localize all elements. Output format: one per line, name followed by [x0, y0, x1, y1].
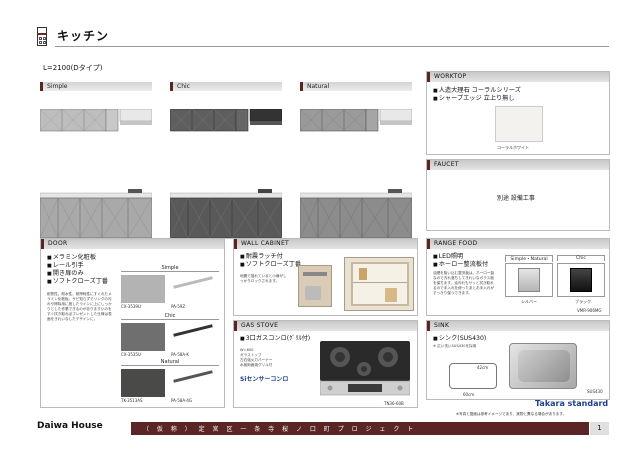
sink-diagram	[449, 363, 497, 389]
hood-color-label: シルバー	[521, 299, 537, 304]
range-hood-panel: RANGE FOOD LED照明 ホーロー整流板付 油煙を吸い込む整流板は、ホー…	[426, 238, 610, 316]
gas-stove-spec: W=600	[240, 348, 254, 352]
door-bullet: ソフトクローズ丁番	[47, 278, 115, 286]
gas-stove-spec: ガラストップ	[240, 353, 262, 357]
takara-standard-logo: Takara standard	[535, 399, 609, 408]
hood-option-title: Simple・Natural	[505, 255, 553, 262]
variant-label: Simple	[40, 82, 152, 91]
worktop-swatch	[495, 106, 543, 142]
handle-code: PA-58A-4G	[171, 398, 193, 403]
wall-cabinet-bullet: ソフトクローズ丁番	[240, 261, 334, 269]
range-hood-header: RANGE FOOD	[427, 239, 609, 249]
sink-width: 60cm	[463, 392, 475, 397]
door-bullet: レール引手	[47, 262, 115, 270]
wall-cabinet-panel: WALL CABINET 耐震ラッチ付 ソフトクローズ丁番 地震で揺れていると小…	[233, 238, 418, 316]
gas-stove-spec: 水無両面焼グリル付	[240, 363, 273, 367]
gas-stove-spec: 左右強火力バーナー	[240, 358, 273, 362]
sink-note: ※ 広い洗いSUS430を採用	[433, 344, 477, 348]
gas-stove-model: TN36-60B	[384, 401, 404, 406]
faucet-panel: FAUCET 別途 設備工事	[426, 159, 610, 231]
handle-sample	[171, 323, 215, 351]
gas-stove-bullet: 3口ガスコンロ(ｸﾞﾘﾙ付)	[240, 335, 314, 343]
door-group-title: Simple	[121, 265, 219, 272]
door-swatch	[121, 275, 165, 303]
hood-option-silver	[505, 263, 553, 297]
door-group-natural: Natural TK-3513AS PA-58A-4G	[121, 359, 219, 403]
handle-sample	[171, 369, 215, 397]
faucet-header: FAUCET	[427, 160, 609, 170]
latch-photo	[298, 265, 332, 307]
daiwa-house-logo: Daiwa House	[37, 421, 103, 431]
door-group-chic: Chic CX-3535U PA-58A-K	[121, 313, 219, 357]
wall-cabinet-bullet: 耐震ラッチ付	[240, 253, 334, 261]
hood-option-black	[557, 263, 605, 297]
range-hood-bullet: ホーロー整流板付	[433, 261, 497, 269]
sink-header: SINK	[427, 321, 609, 331]
door-swatch	[121, 369, 165, 397]
worktop-header: WORKTOP	[427, 72, 609, 82]
hood-option-title: Chic	[557, 255, 605, 261]
kitchen-illustration-chic	[170, 109, 282, 239]
door-header: DOOR	[41, 239, 224, 249]
worktop-panel: WORKTOP 人造大理石 コーラルシリーズ シャープエッジ 立上り無し コーラ…	[426, 71, 610, 155]
sink-bullet: シンク(SUS430)	[433, 335, 609, 343]
disclaimer-text: ※写真と図面は参考イメージであり、実物と異なる場合があります。	[456, 412, 567, 416]
door-group-title: Chic	[121, 313, 219, 320]
door-group-simple: Simple CX-3539U PA-59Z	[121, 265, 219, 309]
wall-cabinet-photo	[344, 257, 414, 311]
hood-color-label: ブラック	[575, 299, 591, 304]
door-bullet: メラミン化粧板	[47, 254, 115, 262]
door-bullet: 開き扉のみ	[47, 270, 115, 278]
variant-natural: Natural	[300, 82, 412, 239]
handle-code: PA-58A-K	[171, 352, 190, 357]
title-divider	[55, 46, 609, 47]
variant-label: Natural	[300, 82, 412, 91]
door-swatch-code: CX-3539U	[121, 304, 141, 309]
faucet-note: 別途 設備工事	[497, 195, 535, 202]
range-hood-description: 油煙を吸い込む整流板は、ホーロー製なので汚れ落ちしてきれいなガラス面を保ちます。…	[433, 271, 495, 295]
door-swatch-code: TK-3513AS	[121, 398, 143, 403]
gas-stove-header: GAS STOVE	[234, 321, 417, 331]
sink-panel: SINK シンク(SUS430) ※ 広い洗いSUS430を採用 42cm 60…	[426, 320, 610, 400]
worktop-swatch-label: コーラルホワイト	[497, 145, 529, 150]
kitchen-title-icon	[37, 27, 47, 46]
handle-sample	[171, 275, 215, 303]
handle-code: PA-59Z	[171, 304, 186, 309]
range-hood-bullet: LED照明	[433, 253, 497, 261]
door-swatch-code: CX-3535U	[121, 352, 141, 357]
kitchen-illustration-simple	[40, 109, 152, 239]
wall-cabinet-header: WALL CABINET	[234, 239, 417, 249]
door-swatch	[121, 323, 165, 351]
page-number: 1	[590, 422, 609, 435]
door-group-title: Natural	[121, 359, 219, 366]
variant-chic: Chic	[170, 82, 282, 239]
wall-cabinet-note: 地震で揺れていると小扉がしっかりロックされます。	[240, 274, 287, 283]
variant-label: Chic	[170, 82, 282, 91]
sink-photo	[509, 343, 577, 389]
project-name: （ 仮 称 ） 定 宮 区 一 条 寺 桜 ノ 口 町 プ ロ ジ ェ ク ト	[143, 426, 417, 433]
worktop-bullet: 人造大理石 コーラルシリーズ	[433, 87, 609, 95]
door-panel: DOOR メラミン化粧板 レール引手 開き扉のみ ソフトクローズ丁番 耐熱性、耐…	[40, 238, 225, 408]
door-description: 耐熱性、耐水性、耐摩耗性にすぐれたメラミン化粧板。サビ知らずでリングの汚れや掃除…	[47, 292, 112, 321]
gas-stove-panel: GAS STOVE 3口ガスコンロ(ｸﾞﾘﾙ付) W=600 ガラストップ 左右…	[233, 320, 418, 408]
sink-depth: 42cm	[477, 365, 489, 370]
type-label: L=2100(Dタイプ)	[43, 64, 103, 72]
footer-bar	[131, 422, 589, 435]
sensor-stove-logo: Siセンサーコンロ	[240, 376, 289, 383]
worktop-bullet: シャープエッジ 立上り無し	[433, 95, 609, 103]
sink-model: SUS430	[587, 389, 603, 394]
page-title: キッチン	[57, 29, 110, 43]
range-hood-model: VMR-906MG	[577, 308, 602, 313]
kitchen-illustration-natural	[300, 109, 412, 239]
gas-stove-photo	[320, 341, 410, 396]
variant-simple: Simple	[40, 82, 152, 239]
